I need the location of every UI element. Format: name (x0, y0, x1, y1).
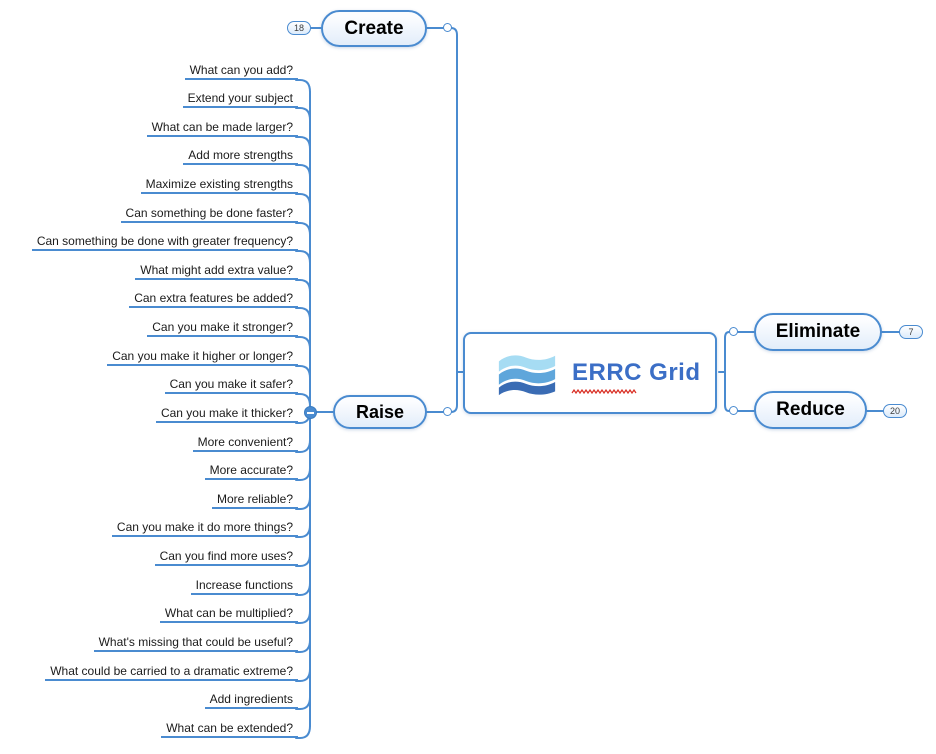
connector-line (295, 365, 311, 379)
raise-child-topic[interactable]: Can you make it stronger? (147, 320, 298, 337)
raise-child-topic[interactable]: What can you add? (184, 63, 298, 80)
collapsed-count-badge-eliminate[interactable]: 7 (899, 325, 923, 339)
connector-line (295, 496, 311, 510)
connector-line (295, 107, 311, 121)
raise-child-topic[interactable]: Can you find more uses? (154, 549, 298, 566)
raise-child-topic[interactable]: What can be made larger? (146, 120, 298, 137)
connector-line (295, 136, 311, 150)
central-topic-title: ERRC Grid (572, 359, 701, 386)
raise-child-topic[interactable]: Can something be done faster? (120, 206, 298, 223)
raise-child-topic[interactable]: What's missing that could be useful? (93, 635, 298, 652)
central-topic[interactable]: ERRC Grid (463, 332, 717, 414)
connector-line (724, 331, 730, 412)
connector-line (295, 467, 311, 481)
raise-child-topic[interactable]: Extend your subject (182, 91, 298, 108)
connection-handle-raise circle-handle-icon[interactable] (443, 407, 452, 416)
connection-handle-eliminate circle-handle-icon[interactable] (729, 327, 738, 336)
raise-child-topic[interactable]: What can be multiplied? (159, 606, 298, 623)
connector-line (295, 307, 311, 321)
raise-child-topic[interactable]: Increase functions (190, 578, 298, 595)
connector-line (295, 582, 311, 596)
topic-raise[interactable]: Raise (333, 395, 427, 429)
raise-child-topic[interactable]: Can you make it safer? (164, 377, 298, 394)
connector-line (295, 439, 311, 453)
raise-child-topic[interactable]: More accurate? (204, 463, 298, 480)
raise-child-topic[interactable]: More convenient? (192, 435, 298, 452)
raise-child-topic[interactable]: Maximize existing strengths (140, 177, 298, 194)
topic-reduce[interactable]: Reduce (754, 391, 867, 429)
connector-line (295, 79, 311, 93)
connector-line (295, 164, 311, 178)
raise-child-topic[interactable]: Can you make it higher or longer? (107, 349, 298, 366)
connector-line (295, 393, 311, 407)
raise-child-topic[interactable]: Can you make it do more things? (111, 520, 298, 537)
connector-line (295, 279, 311, 293)
raise-child-topic[interactable]: Can something be done with greater frequ… (31, 234, 298, 251)
connector-line (295, 524, 311, 538)
connection-handle-reduce circle-handle-icon[interactable] (729, 406, 738, 415)
connector-line (295, 725, 311, 739)
spellcheck-underline-icon (571, 389, 637, 395)
raise-child-topic[interactable]: Can extra features be added? (129, 291, 298, 308)
waves-logo-icon (498, 354, 556, 395)
raise-child-topic[interactable]: What could be carried to a dramatic extr… (45, 664, 298, 681)
connector-line (295, 696, 311, 710)
raise-child-topic[interactable]: What can be extended? (161, 721, 298, 738)
raise-child-topic[interactable]: Add more strengths (183, 148, 298, 165)
connector-line (295, 639, 311, 653)
collapsed-count-badge-reduce[interactable]: 20 (883, 404, 907, 418)
connector-line (295, 553, 311, 567)
connector-line (450, 27, 458, 413)
connector-line (295, 668, 311, 682)
raise-child-topic[interactable]: What might add extra value? (135, 263, 298, 280)
raise-child-topic[interactable]: Can you make it thicker? (155, 406, 298, 423)
raise-child-topic[interactable]: Add ingredients (204, 692, 298, 709)
connector-line (295, 250, 311, 264)
raise-child-topic[interactable]: More reliable? (211, 492, 298, 509)
raise-collapse-toggle minus-icon[interactable] (304, 406, 317, 419)
connector-line (295, 336, 311, 350)
topic-eliminate[interactable]: Eliminate (754, 313, 882, 351)
connector-line (295, 222, 311, 236)
collapsed-count-badge-create[interactable]: 18 (287, 21, 311, 35)
connection-handle-create circle-handle-icon[interactable] (443, 23, 452, 32)
connector-line (295, 610, 311, 624)
connector-line (295, 193, 311, 207)
topic-create[interactable]: Create (321, 10, 427, 47)
